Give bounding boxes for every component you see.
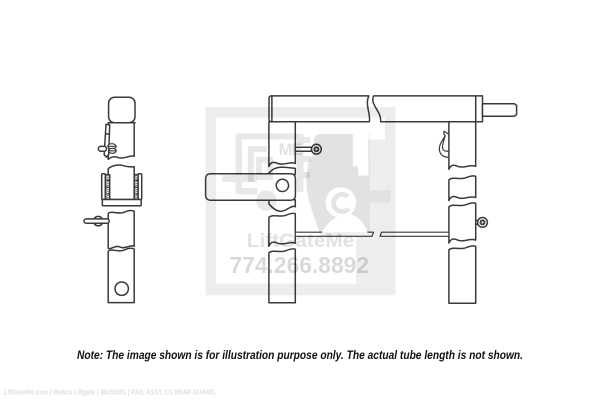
svg-text:Note: The image shown is for i: Note: The image shown is for illustratio… — [77, 348, 523, 362]
svg-text:LiftGateMe: LiftGateMe — [247, 230, 355, 252]
svg-text:774.266.8892: 774.266.8892 — [230, 252, 370, 278]
svg-text:LiftGateMe.com | Waltco Liftga: LiftGateMe.com | Waltco Liftgate | 38455… — [4, 390, 216, 397]
svg-text:ME: ME — [279, 141, 303, 159]
